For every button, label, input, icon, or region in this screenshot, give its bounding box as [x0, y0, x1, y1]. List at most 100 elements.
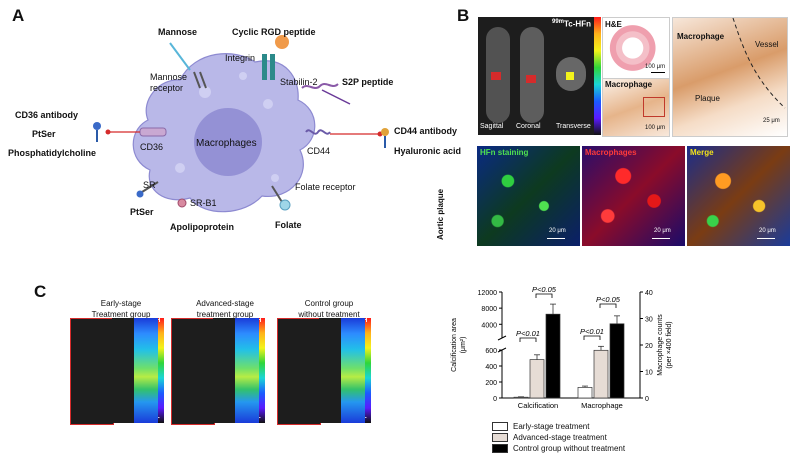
- stabilin-label: Stabilin-2: [280, 77, 318, 87]
- view-coronal: Coronal: [516, 123, 541, 130]
- left-tick-label: 0: [493, 396, 497, 403]
- hyaluronic-acid-label: Hyaluronic acid: [394, 146, 462, 156]
- view-transverse: Transverse: [556, 123, 591, 130]
- hfn-scale-label: 20 μm: [549, 228, 566, 234]
- ihc-macrophage-image: Macrophage 100 μm: [602, 78, 670, 137]
- macrophages-staining-label: Macrophages: [585, 148, 637, 157]
- advanced-scan-mid: [213, 318, 235, 423]
- cd44-antibody-label: CD44 antibody: [394, 126, 458, 136]
- phosphatidylcholine-label: Phosphatidylcholine: [8, 148, 97, 158]
- srb1-label: SR-B1: [190, 198, 217, 208]
- significance-bracket: [599, 303, 617, 308]
- axis-break: [497, 347, 507, 353]
- hfn-staining-label: HFn staining: [480, 148, 529, 157]
- left-tick-label: 12000: [478, 290, 498, 297]
- left-tick-label: 400: [485, 364, 497, 371]
- zoom-scale-label: 25 μm: [763, 118, 780, 124]
- significance-label: P<0.05: [596, 295, 621, 304]
- merge-staining-image: Merge 20 μm: [687, 146, 790, 246]
- right-tick-label: 20: [645, 343, 653, 350]
- ihc-scale-label: 100 μm: [645, 125, 666, 131]
- left-tick-label: 200: [485, 380, 497, 387]
- right-tick-label: 30: [645, 317, 653, 324]
- early-scan-image: [70, 318, 114, 425]
- legend-early: Early-stage treatment: [492, 421, 712, 432]
- cd36-label: CD36: [140, 142, 164, 152]
- panel-c-letter: C: [34, 282, 47, 301]
- folate-icon: [279, 199, 291, 211]
- tracer-label: 99mTc-HFn: [552, 19, 591, 29]
- left-tick-label: 8000: [481, 306, 497, 313]
- macrophages-scale-label: 20 μm: [654, 228, 671, 234]
- bar: [609, 323, 625, 399]
- bar: [577, 387, 593, 399]
- ihc-macrophage-label: Macrophage: [605, 80, 653, 89]
- early-colorbar: H L: [158, 318, 164, 423]
- advanced-scan-image: [171, 318, 215, 425]
- early-scan-mid: [112, 318, 134, 423]
- ihc-zoom-image: Macrophage Vessel Plaque 25 μm: [672, 17, 788, 137]
- folate-label: Folate: [275, 220, 302, 230]
- significance-bracket: [519, 337, 537, 342]
- cd36-antibody-icon: [93, 122, 101, 130]
- mannose-label: Mannose: [158, 27, 198, 37]
- panel-a-diagram: [93, 35, 389, 213]
- bar: [545, 313, 561, 399]
- legend-control: Control group without treatment: [492, 443, 712, 454]
- bar-chart: 0 200 400 600 4000 8000 12000 0 10 20 30 40Calcific…: [451, 285, 673, 410]
- zoom-vessel-label: Vessel: [755, 40, 779, 49]
- hfn-staining-image: HFn staining 20 μm: [477, 146, 580, 246]
- mannose-receptor-label: Mannose receptor: [150, 72, 188, 93]
- right-tick-label: 0: [645, 396, 649, 403]
- sr-label: SR: [143, 180, 156, 190]
- control-colorbar: H L: [365, 318, 371, 423]
- control-scan-mid: [319, 318, 341, 423]
- advanced-colorbar: H L: [259, 318, 265, 423]
- significance-bracket: [583, 335, 601, 340]
- folate-receptor-label: Folate receptor: [295, 182, 356, 192]
- bar: [513, 396, 529, 399]
- cd36-antibody-label: CD36 antibody: [15, 110, 79, 120]
- left-tick-label: 600: [485, 348, 497, 355]
- aortic-plaque-label: Aortic plaque: [436, 188, 445, 240]
- he-scale-label: 100 μm: [645, 64, 666, 70]
- apolipoprotein-label: Apolipoprotein: [170, 222, 234, 232]
- zoom-plaque-label: Plaque: [695, 94, 720, 103]
- significance-label: P<0.01: [516, 329, 540, 338]
- right-tick-label: 10: [645, 370, 653, 377]
- chart-legend: Early-stage treatment Advanced-stage tre…: [492, 421, 712, 454]
- ptser-bottom-label: PtSer: [130, 207, 154, 217]
- panel-a-letter: A: [12, 6, 25, 25]
- control-scan-image: [277, 318, 321, 425]
- left-axis-unit: (μm²): [460, 337, 467, 354]
- he-label: H&E: [605, 20, 622, 29]
- rgd-peptide-icon: [275, 35, 289, 49]
- merge-scale-label: 20 μm: [759, 228, 776, 234]
- s2p-label: S2P peptide: [342, 77, 394, 87]
- right-axis-unit: (per ×400 field): [666, 321, 673, 368]
- right-tick-label: 40: [645, 290, 653, 297]
- category-label: Calcification: [518, 401, 558, 410]
- macrophage-nucleus: [194, 108, 262, 176]
- right-axis-label: Macrophage counts: [657, 314, 664, 376]
- panel-b-letter: B: [457, 6, 470, 25]
- macrophages-label: Macrophages: [196, 138, 257, 149]
- macrophages-staining-image: Macrophages 20 μm: [582, 146, 685, 246]
- he-stain-image: H&E 100 μm: [602, 17, 670, 79]
- significance-bracket: [535, 293, 553, 298]
- spect-colorbar: [594, 17, 601, 135]
- cd44-label: CD44: [307, 146, 331, 156]
- left-axis-label: Calcification area: [451, 318, 458, 372]
- merge-label: Merge: [690, 148, 714, 157]
- left-tick-label: 4000: [481, 322, 497, 329]
- cd44-antibody-icon: [381, 128, 389, 136]
- significance-label: P<0.05: [532, 285, 557, 294]
- spect-scan-image: 99mTc-HFn Sagittal Coronal Transverse: [478, 17, 594, 135]
- bar: [593, 349, 609, 399]
- axis-break: [497, 335, 507, 341]
- significance-label: P<0.01: [580, 327, 604, 336]
- legend-advanced: Advanced-stage treatment: [492, 432, 712, 443]
